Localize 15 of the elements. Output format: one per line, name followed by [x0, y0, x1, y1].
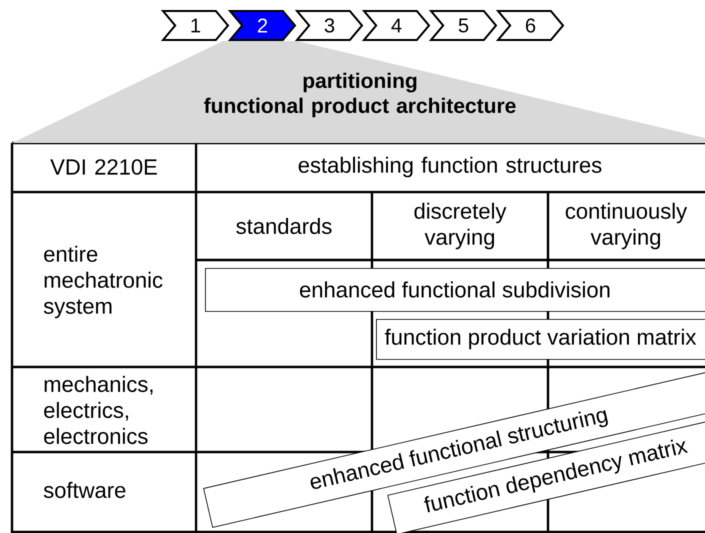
row-header: mechanics, electrics, electronics — [44, 376, 152, 444]
step-tab: 1 — [160, 10, 230, 41]
column-header: standards — [236, 218, 332, 234]
method-box: enhanced functional subdivision — [205, 268, 705, 312]
step-tab: 5 — [428, 10, 498, 41]
step-tab: 6 — [496, 10, 564, 41]
step-tab: 4 — [362, 10, 430, 41]
step-tab: 2 — [228, 10, 296, 41]
step-tab: 3 — [294, 10, 364, 41]
row-header: software — [44, 482, 126, 498]
row-header: entire mechatronic system — [44, 246, 162, 318]
column-header: continuously varying — [566, 202, 688, 250]
column-header: discretely varying — [414, 202, 506, 250]
zoom-wedge: partitioning functional product architecture — [12, 41, 705, 143]
method-box: function product variation matrix — [376, 319, 705, 360]
